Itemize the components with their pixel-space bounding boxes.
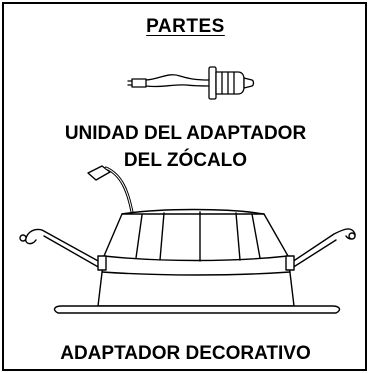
socket-adapter-label-line2: DEL ZÓCALO xyxy=(123,150,248,171)
parts-heading: PARTES xyxy=(146,16,225,37)
socket-adapter-label: UNIDAD DEL ADAPTADOR DEL ZÓCALO xyxy=(0,120,371,174)
socket-adapter-label-line1: UNIDAD DEL ADAPTADOR xyxy=(64,123,307,144)
trim-adapter-label: ADAPTADOR DECORATIVO xyxy=(60,343,311,364)
